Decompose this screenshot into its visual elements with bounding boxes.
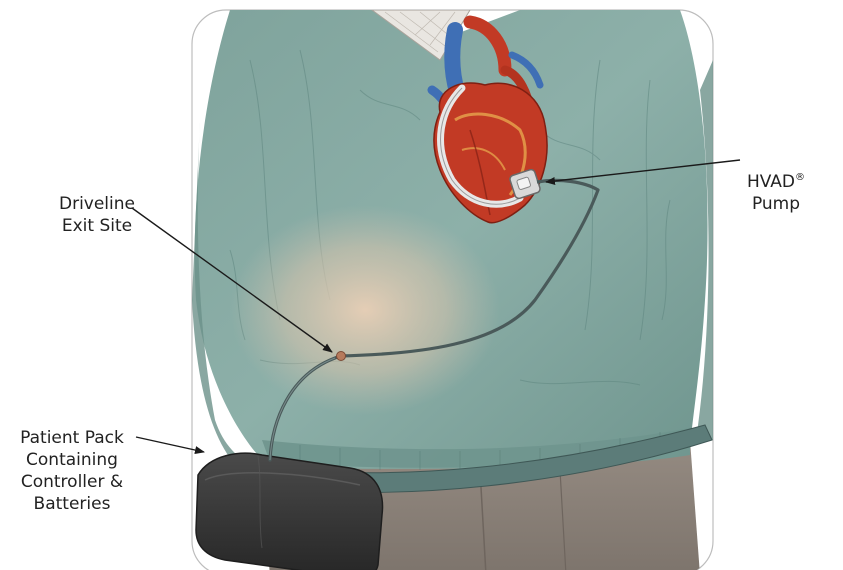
patient-pack-label: Patient Pack Containing Controller & Bat… bbox=[0, 427, 144, 515]
pack-label-line3: Controller & bbox=[0, 471, 144, 493]
pack-label-line1: Patient Pack bbox=[0, 427, 144, 449]
hvad-pump-label: HVAD® Pump bbox=[716, 171, 836, 215]
pack-label-line4: Batteries bbox=[0, 493, 144, 515]
exit-site-marker bbox=[337, 352, 346, 361]
hvad-label-line2: Pump bbox=[716, 193, 836, 215]
hvad-label-main: HVAD bbox=[747, 172, 795, 192]
driveline-exit-site-label: Driveline Exit Site bbox=[22, 193, 172, 237]
abdomen-skin bbox=[230, 205, 500, 415]
hvad-label-line1: HVAD® bbox=[716, 171, 836, 193]
pack-label-line2: Containing bbox=[0, 449, 144, 471]
driveline-label-line1: Driveline bbox=[22, 193, 172, 215]
driveline-label-line2: Exit Site bbox=[22, 215, 172, 237]
figure-body bbox=[192, 10, 713, 570]
registered-mark: ® bbox=[795, 172, 805, 183]
patient-pack bbox=[196, 453, 383, 570]
